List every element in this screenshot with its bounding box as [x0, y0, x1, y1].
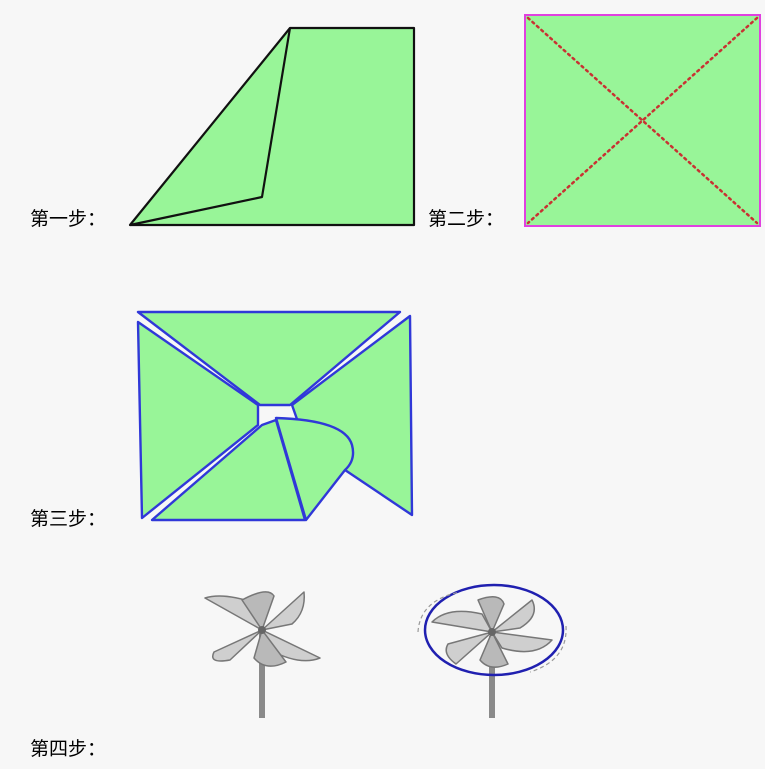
pinwheel-cuts-icon: [136, 310, 402, 407]
step-4-label: 第四步：: [30, 738, 107, 760]
step-4-pinwheel: [204, 591, 321, 718]
folded-corner-icon: [128, 26, 416, 227]
fold-crease-line: [129, 27, 292, 227]
step-1-figure: [128, 26, 416, 227]
motion-ellipse: [423, 583, 565, 677]
pinwheel-stick: [259, 632, 265, 718]
step-3-label: 第三步：: [30, 508, 107, 530]
pinwheel-icon: [204, 591, 321, 667]
motion-streak: [417, 591, 567, 673]
step-2-label: 第二步：: [428, 208, 505, 230]
diagonal-fold-line-2: [526, 16, 759, 225]
step-2-figure: [524, 14, 761, 227]
spinning-pinwheel-stick: [489, 636, 495, 718]
step-1-label: 第一步：: [30, 208, 107, 230]
spinning-pinwheel-icon: [431, 596, 553, 668]
diagonal-fold-line-1: [526, 16, 759, 225]
folded-flap: [274, 416, 355, 522]
left-flap: [136, 320, 260, 520]
step-4-spinning-pinwheel: [417, 583, 567, 718]
step-3-figure: [136, 310, 414, 522]
